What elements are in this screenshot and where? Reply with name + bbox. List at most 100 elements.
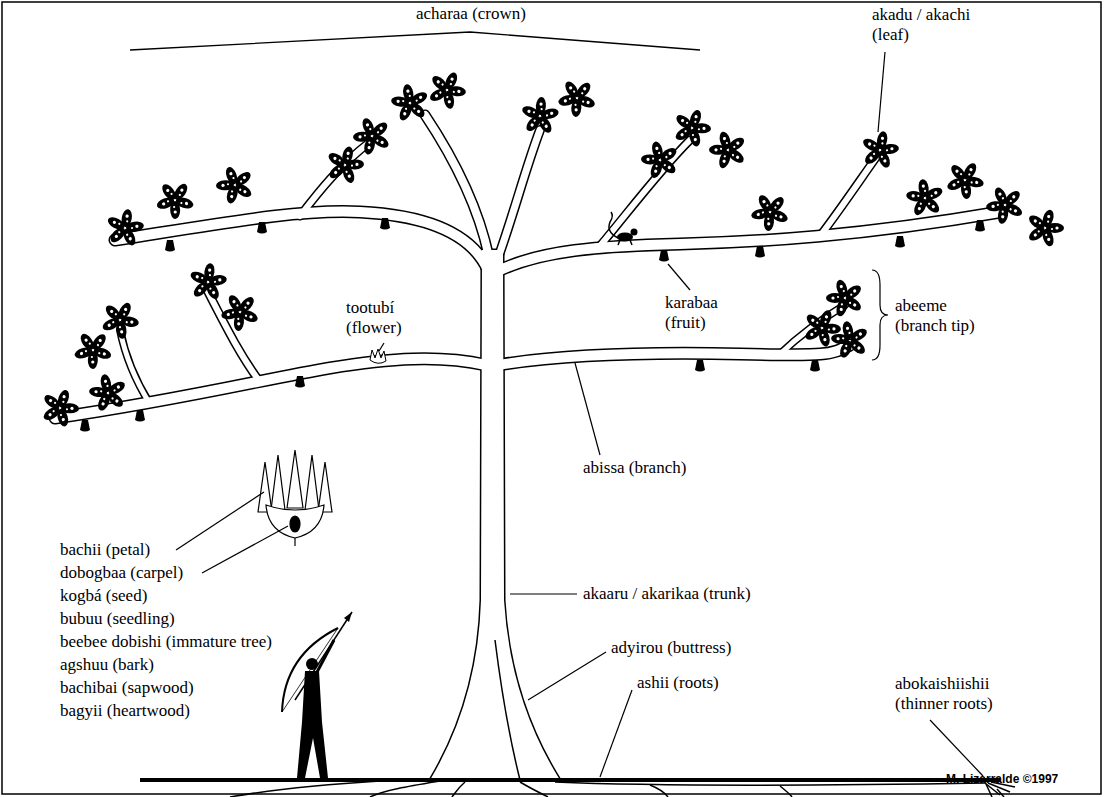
branch-outline <box>120 330 150 404</box>
root <box>555 782 985 785</box>
branch-outline <box>498 345 850 365</box>
leader-line <box>176 492 264 550</box>
branch-outline <box>498 130 540 258</box>
roots <box>230 781 1015 797</box>
branch-fill <box>496 212 1000 272</box>
leader-line <box>202 526 288 573</box>
leaf-cluster <box>939 154 992 206</box>
branch-fill <box>115 212 488 270</box>
leader-line <box>878 52 885 132</box>
root <box>370 781 440 797</box>
leaf-cluster <box>148 173 202 226</box>
fruit <box>895 236 905 248</box>
branch-outline <box>820 152 880 236</box>
fruit <box>975 220 985 232</box>
leaf-cluster <box>797 303 847 352</box>
root <box>452 782 465 797</box>
flower-stem <box>294 538 295 546</box>
leader-line <box>528 652 606 700</box>
root <box>780 786 792 797</box>
branch-fill <box>55 359 486 418</box>
leaf-cluster <box>702 123 755 177</box>
part-label: dobogbaa (carpel) <box>60 563 183 583</box>
leaf-cluster <box>744 186 797 238</box>
part-label: bagyii (heartwood) <box>60 701 190 721</box>
leaf-cluster <box>857 127 903 172</box>
leaf-cluster <box>345 109 399 163</box>
leaf-cluster <box>667 103 717 151</box>
leaf-cluster <box>636 137 684 183</box>
leader-lines <box>176 52 983 777</box>
leaf-cluster <box>550 71 604 125</box>
trunk-outline <box>430 250 560 780</box>
leaf-cluster <box>213 285 267 339</box>
crown-bracket <box>130 32 700 50</box>
part-label: agshuu (bark) <box>60 655 154 675</box>
petal <box>287 450 303 508</box>
leaf-cluster <box>321 142 369 188</box>
part-label: beebee dobishi (immature tree) <box>60 632 272 652</box>
bow-string <box>282 628 338 712</box>
part-label: abokaishiishii (thinner roots) <box>895 674 995 713</box>
part-label: kogbá (seed) <box>60 586 147 606</box>
leaf-cluster <box>1021 204 1070 252</box>
petal <box>258 462 272 512</box>
leaf-cluster <box>903 176 947 218</box>
branch-fill <box>120 330 150 404</box>
leaf-cluster <box>85 370 131 415</box>
fruit <box>257 222 267 234</box>
leaf-clusters <box>35 64 1069 431</box>
ground-line <box>140 778 1000 782</box>
branch-fill <box>55 115 1000 780</box>
leader-line <box>379 343 384 351</box>
branch-tip-bracket <box>872 270 888 360</box>
leaf-cluster <box>421 64 472 114</box>
branch-fill <box>300 142 370 216</box>
trunk-fill <box>430 250 560 780</box>
buttress-line <box>495 640 520 780</box>
root <box>650 785 668 797</box>
fruit <box>695 360 705 372</box>
fruit <box>810 360 820 372</box>
part-label: bachibai (sapwood) <box>60 678 194 698</box>
leaf-cluster <box>979 179 1030 229</box>
part-label: bubuu (seedling) <box>60 609 175 629</box>
monkey <box>618 240 632 245</box>
branch-outline <box>300 142 370 216</box>
fruit <box>295 376 305 388</box>
branch-fill <box>820 152 880 236</box>
leaf-cluster <box>35 383 85 431</box>
part-label: bachii (petal) <box>60 540 150 560</box>
small-flower <box>370 349 386 363</box>
branch-outline <box>55 115 1000 780</box>
branch-fill <box>498 130 540 258</box>
monkey <box>609 212 618 238</box>
leader-line <box>930 720 983 776</box>
root <box>230 781 380 797</box>
part-label: abissa (branch) <box>583 458 686 478</box>
leaf-cluster <box>387 81 432 125</box>
fruit <box>135 410 145 422</box>
carpel <box>290 516 300 532</box>
leader-line <box>510 593 577 594</box>
bow <box>282 628 338 712</box>
arrow-head <box>344 612 352 622</box>
petal <box>318 462 332 512</box>
monkey <box>631 229 638 236</box>
part-label: adyirou (buttress) <box>611 638 731 658</box>
petal <box>271 455 285 510</box>
fruit <box>755 246 765 258</box>
fruits <box>80 218 985 432</box>
root <box>520 782 548 797</box>
part-label: karabaa (fruit) <box>665 293 720 332</box>
credit-text: M. Lizarralde ©1997 <box>946 773 1058 787</box>
fruit <box>659 250 669 262</box>
part-label: tootubí (flower) <box>346 298 404 337</box>
leaf-cluster <box>210 160 260 208</box>
hunter <box>282 612 352 778</box>
leader-line <box>600 690 632 777</box>
fruit <box>165 240 175 252</box>
branch-fill <box>425 115 490 262</box>
leaf-cluster <box>519 95 561 136</box>
